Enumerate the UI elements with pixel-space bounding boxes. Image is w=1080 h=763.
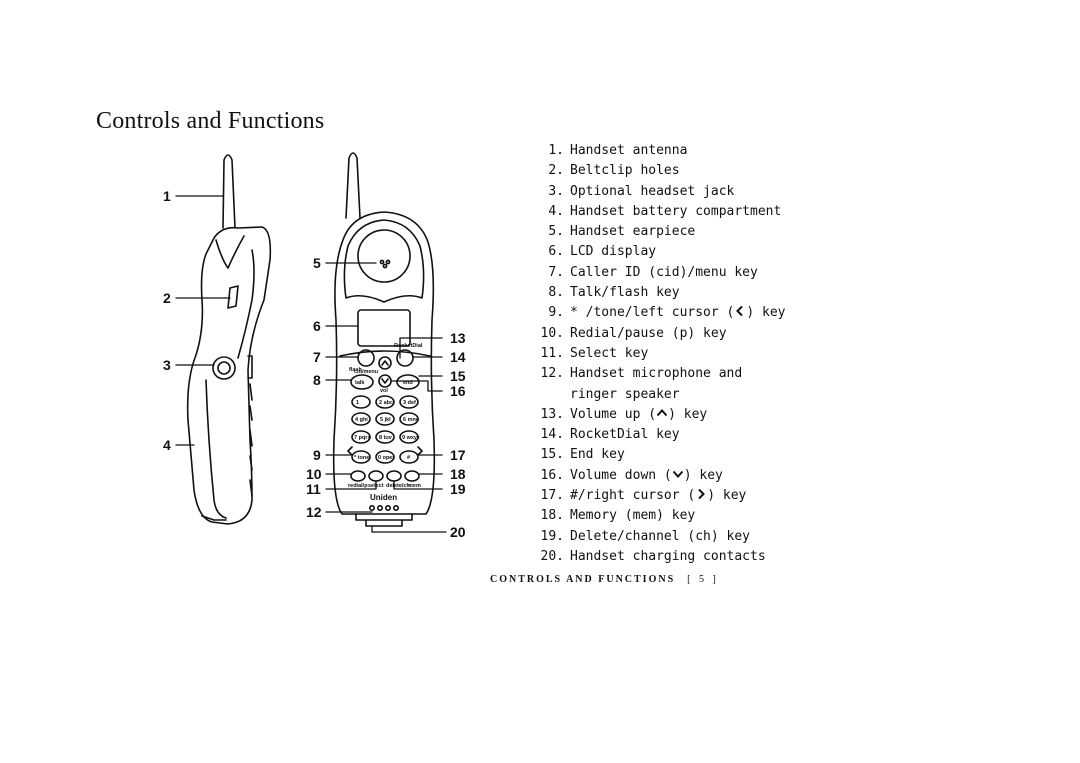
list-item: 8.Talk/flash key <box>548 285 680 301</box>
mem-key <box>404 470 420 482</box>
earpiece <box>357 229 411 283</box>
list-item: 13.Volume up () key <box>540 406 708 422</box>
callout-3: 3 <box>163 357 171 373</box>
list-item: 10.Redial/pause (p) key <box>540 325 727 341</box>
list-item: 9.* /tone/left cursor () key <box>548 305 786 321</box>
key-2-label: 2 abc <box>379 400 393 406</box>
callout-6: 6 <box>313 318 321 334</box>
key-7-label: 7 pqrs <box>354 435 371 441</box>
callout-11: 11 <box>306 481 321 497</box>
charging-contacts <box>355 513 413 527</box>
vol-label: vol <box>380 388 388 394</box>
key-6-label: 6 mno <box>403 417 420 423</box>
flash-label: flash <box>349 367 362 373</box>
rocketdial-label: RocketDial <box>394 343 423 349</box>
list-item: 1.Handset antenna <box>548 143 688 158</box>
callout-17: 17 <box>450 447 466 463</box>
list-item: 2.Beltclip holes <box>548 163 680 179</box>
callout-15: 15 <box>450 368 466 384</box>
callout-9: 9 <box>313 447 321 463</box>
list-item: 14.RocketDial key <box>540 427 680 443</box>
talk-key <box>350 374 374 390</box>
chevron-down-icon <box>672 470 683 478</box>
footer-section-title: CONTROLS AND FUNCTIONS <box>490 574 676 585</box>
list-item: 19.Delete/channel (ch) key <box>540 528 751 544</box>
list-item: 17.#/right cursor () key <box>540 488 747 504</box>
mem-label: mem <box>408 483 421 489</box>
redial-key <box>350 470 366 482</box>
handset-key-labels: cid/menu RocketDial flash talk end vol 1… <box>348 343 423 502</box>
key-5-label: 5 jkl <box>380 417 391 423</box>
handset-side-view <box>186 154 272 525</box>
key-8-label: 8 tuv <box>379 435 393 441</box>
select-label: select <box>368 483 384 489</box>
callout-leaders <box>175 195 447 533</box>
list-item: 16.Volume down () key <box>540 467 723 483</box>
end-label: end <box>403 380 413 386</box>
key-1-label: 1 <box>356 400 359 406</box>
key-star-label: * tone <box>354 455 369 461</box>
chevron-left-icon <box>736 306 744 317</box>
handset-front-view <box>332 152 436 527</box>
callout-4: 4 <box>163 437 171 453</box>
chevron-right-icon <box>698 488 706 500</box>
callout-7: 7 <box>313 349 321 365</box>
front-body-outline <box>332 211 436 515</box>
volume-up-key <box>378 356 392 370</box>
handset-illustration: cid/menu RocketDial flash talk end vol 1… <box>163 152 466 540</box>
callout-16: 16 <box>450 383 466 399</box>
list-item: 4.Handset battery compartment <box>548 203 782 219</box>
page-footer: CONTROLS AND FUNCTIONS [ 5 ] <box>490 574 719 585</box>
keypad-keys <box>351 395 419 464</box>
list-item: 3.Optional headset jack <box>548 183 735 199</box>
list-item: 20.Handset charging contacts <box>540 548 766 564</box>
lcd-display <box>357 309 411 347</box>
chevron-up-icon <box>656 408 668 417</box>
callout-12: 12 <box>306 504 322 520</box>
key-0-label: 0 oper <box>378 455 395 461</box>
page-title: Controls and Functions <box>96 108 325 135</box>
list-item: 11.Select key <box>540 345 649 361</box>
side-antenna <box>222 154 236 229</box>
side-headset-jack <box>212 356 236 380</box>
callout-8: 8 <box>313 372 321 388</box>
brand-logo: Uniden <box>370 493 397 502</box>
cid-menu-label: cid/menu <box>354 369 378 375</box>
rocketdial-key <box>396 349 414 367</box>
key-hash-label: # <box>407 455 410 461</box>
callout-19: 19 <box>450 481 466 497</box>
key-4-label: 4 ghi <box>355 417 368 423</box>
volume-down-key <box>378 374 392 388</box>
callout-20: 20 <box>450 524 466 540</box>
front-antenna <box>345 152 361 219</box>
select-key <box>368 470 384 482</box>
list-item: 15.End key <box>540 447 625 463</box>
callout-13: 13 <box>450 330 466 346</box>
callout-2: 2 <box>163 290 171 306</box>
end-key <box>396 374 420 390</box>
key-3-label: 3 def <box>403 400 416 406</box>
list-item: 6.LCD display <box>548 244 657 260</box>
redial-label: redial/p <box>348 483 368 489</box>
delete-key <box>386 470 402 482</box>
list-item: 5.Handset earpiece <box>548 224 696 240</box>
callout-18: 18 <box>450 466 466 482</box>
page-number: [ 5 ] <box>687 574 719 585</box>
cid-menu-key <box>357 349 375 367</box>
list-item: 7.Caller ID (cid)/menu key <box>548 264 758 280</box>
side-body-outline <box>186 226 272 525</box>
delete-label: delete/ch <box>386 483 410 489</box>
key-9-label: 9 wxyz <box>402 435 420 441</box>
callout-numbers: 1 2 3 4 5 6 7 8 9 10 11 12 13 14 15 16 1… <box>163 188 466 540</box>
callout-10: 10 <box>306 466 322 482</box>
callout-1: 1 <box>163 188 171 204</box>
controls-list: 1.Handset antenna 2.Beltclip holes 3.Opt… <box>528 141 786 567</box>
callout-5: 5 <box>313 255 321 271</box>
talk-label: talk <box>355 380 365 386</box>
list-item: 18.Memory (mem) key <box>540 508 696 524</box>
callout-14: 14 <box>450 349 466 365</box>
